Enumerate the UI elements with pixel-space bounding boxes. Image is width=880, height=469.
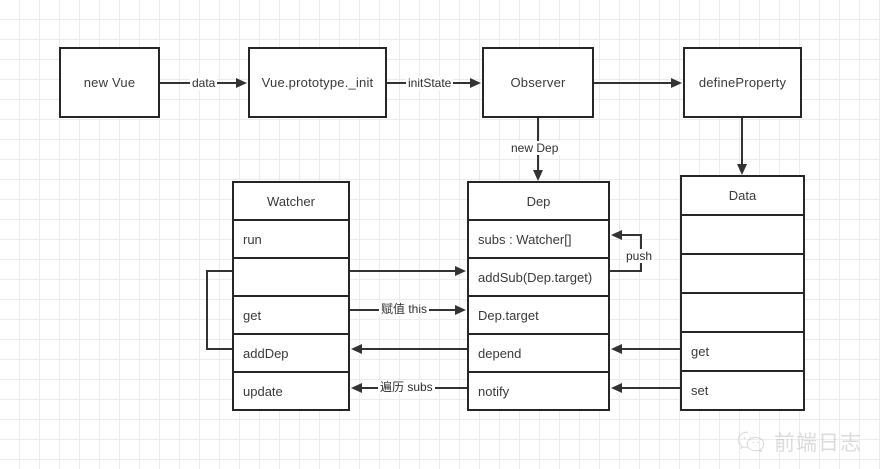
- table-data-header: Data: [682, 177, 803, 216]
- node-define-property[interactable]: defineProperty: [683, 47, 802, 118]
- edge-label-initstate: initState: [406, 76, 454, 90]
- table-data-row-set[interactable]: set: [691, 383, 709, 398]
- edge-label-traverse-subs: 遍历 subs: [378, 380, 435, 394]
- table-dep-header: Dep: [469, 183, 608, 221]
- arrowhead-watcher-to-addsub: [455, 266, 466, 276]
- node-new-vue[interactable]: new Vue: [59, 47, 160, 118]
- edge-push-loop-bottom: [610, 270, 642, 272]
- edge-watcher-to-addsub: [350, 270, 456, 272]
- arrowhead-notify-to-update: [351, 383, 362, 393]
- table-dep-row-depend[interactable]: depend: [469, 335, 608, 373]
- watermark-text: 前端日志: [774, 431, 862, 455]
- edge-defineproperty-to-data: [741, 118, 743, 168]
- table-data-row-get[interactable]: get: [682, 333, 803, 372]
- arrowhead-dataset-to-notify: [611, 383, 622, 393]
- arrowhead-newvue-to-init: [236, 78, 247, 88]
- arrowhead-depend-to-adddep: [351, 344, 362, 354]
- table-data-row-empty-2[interactable]: [682, 255, 803, 294]
- node-observer-label: Observer: [510, 75, 566, 90]
- table-watcher[interactable]: Watcher run get addDep update: [232, 181, 350, 411]
- table-watcher-row-get[interactable]: get: [234, 297, 348, 335]
- table-dep-row-subs[interactable]: subs : Watcher[]: [469, 221, 608, 259]
- table-watcher-row-empty[interactable]: [234, 259, 348, 297]
- node-vue-init-label: Vue.prototype._init: [261, 75, 374, 90]
- wechat-icon: [737, 430, 767, 454]
- edge-label-assign-this: 赋值 this: [379, 302, 430, 316]
- edge-depend-to-adddep: [362, 348, 467, 350]
- watermark: 前端日志: [737, 427, 862, 457]
- table-data-row-empty-1[interactable]: [682, 216, 803, 255]
- edge-observer-to-defineproperty: [594, 82, 672, 84]
- table-data-row-empty-3[interactable]: [682, 294, 803, 333]
- arrowhead-defineproperty-to-data: [737, 164, 747, 175]
- arrowhead-observer-to-dep: [533, 170, 543, 181]
- node-new-vue-label: new Vue: [83, 75, 136, 90]
- edge-adddep-loop-top: [206, 270, 234, 272]
- edge-label-push: push: [624, 249, 655, 263]
- arrowhead-get-to-deptarget: [455, 305, 466, 315]
- table-watcher-header: Watcher: [234, 183, 348, 221]
- table-data[interactable]: Data get set: [680, 175, 805, 411]
- edge-adddep-loop-left: [206, 270, 208, 350]
- table-dep-row-deptarget[interactable]: Dep.target: [469, 297, 608, 335]
- table-watcher-row-run[interactable]: run: [234, 221, 348, 259]
- table-dep-row-addsub[interactable]: addSub(Dep.target): [469, 259, 608, 297]
- edge-adddep-loop-bottom: [206, 348, 234, 350]
- edge-push-loop-top: [622, 234, 642, 236]
- node-observer[interactable]: Observer: [482, 47, 594, 118]
- node-vue-init[interactable]: Vue.prototype._init: [248, 47, 387, 118]
- edge-label-data: data: [190, 76, 218, 90]
- table-dep[interactable]: Dep subs : Watcher[] addSub(Dep.target) …: [467, 181, 610, 411]
- arrowhead-dataget-to-depend: [611, 344, 622, 354]
- edge-dataset-to-notify: [622, 387, 680, 389]
- edge-dataget-to-depend: [622, 348, 680, 350]
- arrowhead-push-loop: [611, 230, 622, 240]
- arrowhead-observer-to-defineproperty: [671, 78, 682, 88]
- table-watcher-row-update[interactable]: update: [243, 383, 283, 399]
- table-watcher-row-adddep[interactable]: addDep: [234, 335, 348, 373]
- arrowhead-init-to-observer: [470, 78, 481, 88]
- edge-label-newdep: new Dep: [509, 141, 561, 155]
- table-dep-row-notify[interactable]: notify: [478, 383, 510, 399]
- node-define-property-label: defineProperty: [698, 75, 787, 90]
